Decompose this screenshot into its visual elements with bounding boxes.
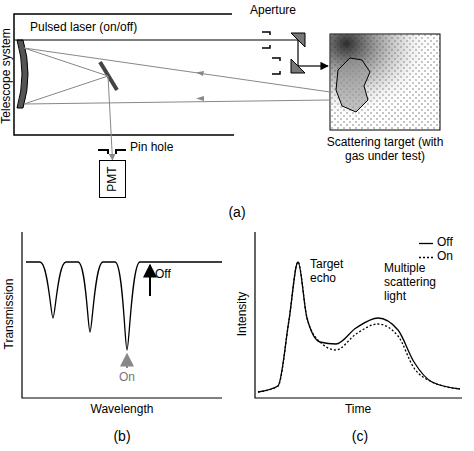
on-curve [258, 262, 460, 392]
axis-label: Time [345, 403, 371, 417]
signal-label: Off [155, 268, 171, 282]
part-label: Pulsed laser (on/off) [30, 21, 137, 35]
legend-text: On [437, 250, 453, 264]
periscope-mirror [291, 33, 305, 47]
aperture-mark [262, 32, 280, 74]
legend-line [419, 257, 433, 258]
legend-line [419, 243, 433, 244]
signal-label: On [119, 371, 135, 385]
laser-beam [298, 65, 328, 66]
telescope-housing [14, 14, 234, 135]
target-box [330, 34, 440, 130]
ray-arrow [196, 96, 204, 101]
part-label: Pin hole [130, 141, 173, 155]
on-arrow [126, 354, 128, 368]
off-curve [258, 262, 460, 392]
curve-label: Multiple scattering light [384, 262, 448, 303]
intensity-curves [258, 262, 460, 392]
scattering-target: Scattering target (with gas under test) [322, 34, 448, 176]
box-label: PMT [106, 166, 120, 191]
pmt-box: PMT [99, 160, 126, 198]
housing-label: Telescope system [0, 28, 14, 123]
target-shade [330, 34, 440, 130]
legend-text: Off [437, 236, 453, 250]
primary-mirror [17, 40, 28, 108]
return-ray [24, 76, 330, 104]
laser-beam [297, 40, 298, 66]
transmission-curve [26, 262, 222, 350]
return-light-path [24, 48, 330, 160]
panel-letter: (c) [352, 428, 368, 444]
off-arrow [149, 265, 151, 296]
scattering-object [336, 58, 370, 112]
plot-axes [255, 232, 462, 398]
target-dots [330, 34, 440, 130]
panel-letter: (a) [228, 204, 245, 220]
axis-label: Wavelength [91, 403, 154, 417]
periscope-mirror [291, 59, 305, 73]
part-label: Aperture [250, 4, 296, 18]
axis-label: Transmission [3, 279, 17, 350]
panel-letter: (b) [113, 428, 130, 444]
plot-axes [22, 232, 222, 398]
laser-beam [14, 39, 298, 40]
curve-label: Target echo [310, 258, 354, 286]
target-label: Scattering target (with gas under test) [322, 136, 448, 164]
axis-label: Intensity [236, 292, 250, 337]
legend-sample [418, 236, 434, 250]
